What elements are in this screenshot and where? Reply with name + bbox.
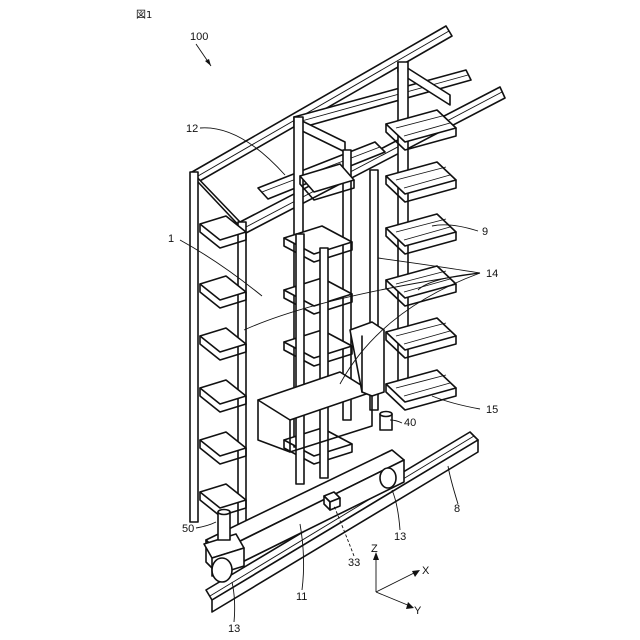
shelf-r2 xyxy=(386,162,456,202)
wheel-left xyxy=(212,558,232,582)
shelf-r5 xyxy=(386,318,456,358)
shelf-r3 xyxy=(386,214,456,254)
ref-9: 9 xyxy=(482,226,488,238)
x-axis-label: X xyxy=(422,565,430,577)
post-50 xyxy=(218,512,230,540)
ref-100-label: 100 xyxy=(190,31,208,43)
y-axis-label: Y xyxy=(414,605,422,617)
shelf-r6 xyxy=(386,370,456,410)
leader-15 xyxy=(432,396,480,409)
ref-8: 8 xyxy=(454,503,460,515)
leader-50 xyxy=(196,522,216,528)
ref-12: 12 xyxy=(186,123,198,135)
shelf-r4 xyxy=(386,266,456,306)
axis-indicator: Z X Y xyxy=(371,543,430,617)
sensor-40 xyxy=(380,412,392,431)
platform-top xyxy=(258,372,372,420)
ref-33: 33 xyxy=(348,557,360,569)
front-column-right xyxy=(238,222,246,532)
ref-11: 11 xyxy=(296,591,307,603)
ref-40: 40 xyxy=(404,417,416,429)
z-axis-label: Z xyxy=(371,543,378,555)
wheel-right xyxy=(380,468,396,488)
x-axis-line xyxy=(376,572,416,592)
figure-label: 図1 xyxy=(136,9,152,21)
ref-13-right: 13 xyxy=(394,531,406,543)
mid-col-a xyxy=(296,234,304,484)
ref-100: 100 xyxy=(190,31,211,66)
front-column-left xyxy=(190,172,198,522)
mid-col-b xyxy=(320,248,328,478)
ref-14: 14 xyxy=(486,268,498,280)
ref-15: 15 xyxy=(486,404,498,416)
ref-100-arrowhead xyxy=(205,59,211,66)
y-axis-arrowhead xyxy=(406,602,414,609)
ref-1: 1 xyxy=(168,233,174,245)
sensor-33 xyxy=(324,492,340,510)
leader-8 xyxy=(448,466,458,504)
ref-50: 50 xyxy=(182,523,194,535)
y-axis-line xyxy=(376,592,410,606)
ref-13-left: 13 xyxy=(228,623,240,635)
